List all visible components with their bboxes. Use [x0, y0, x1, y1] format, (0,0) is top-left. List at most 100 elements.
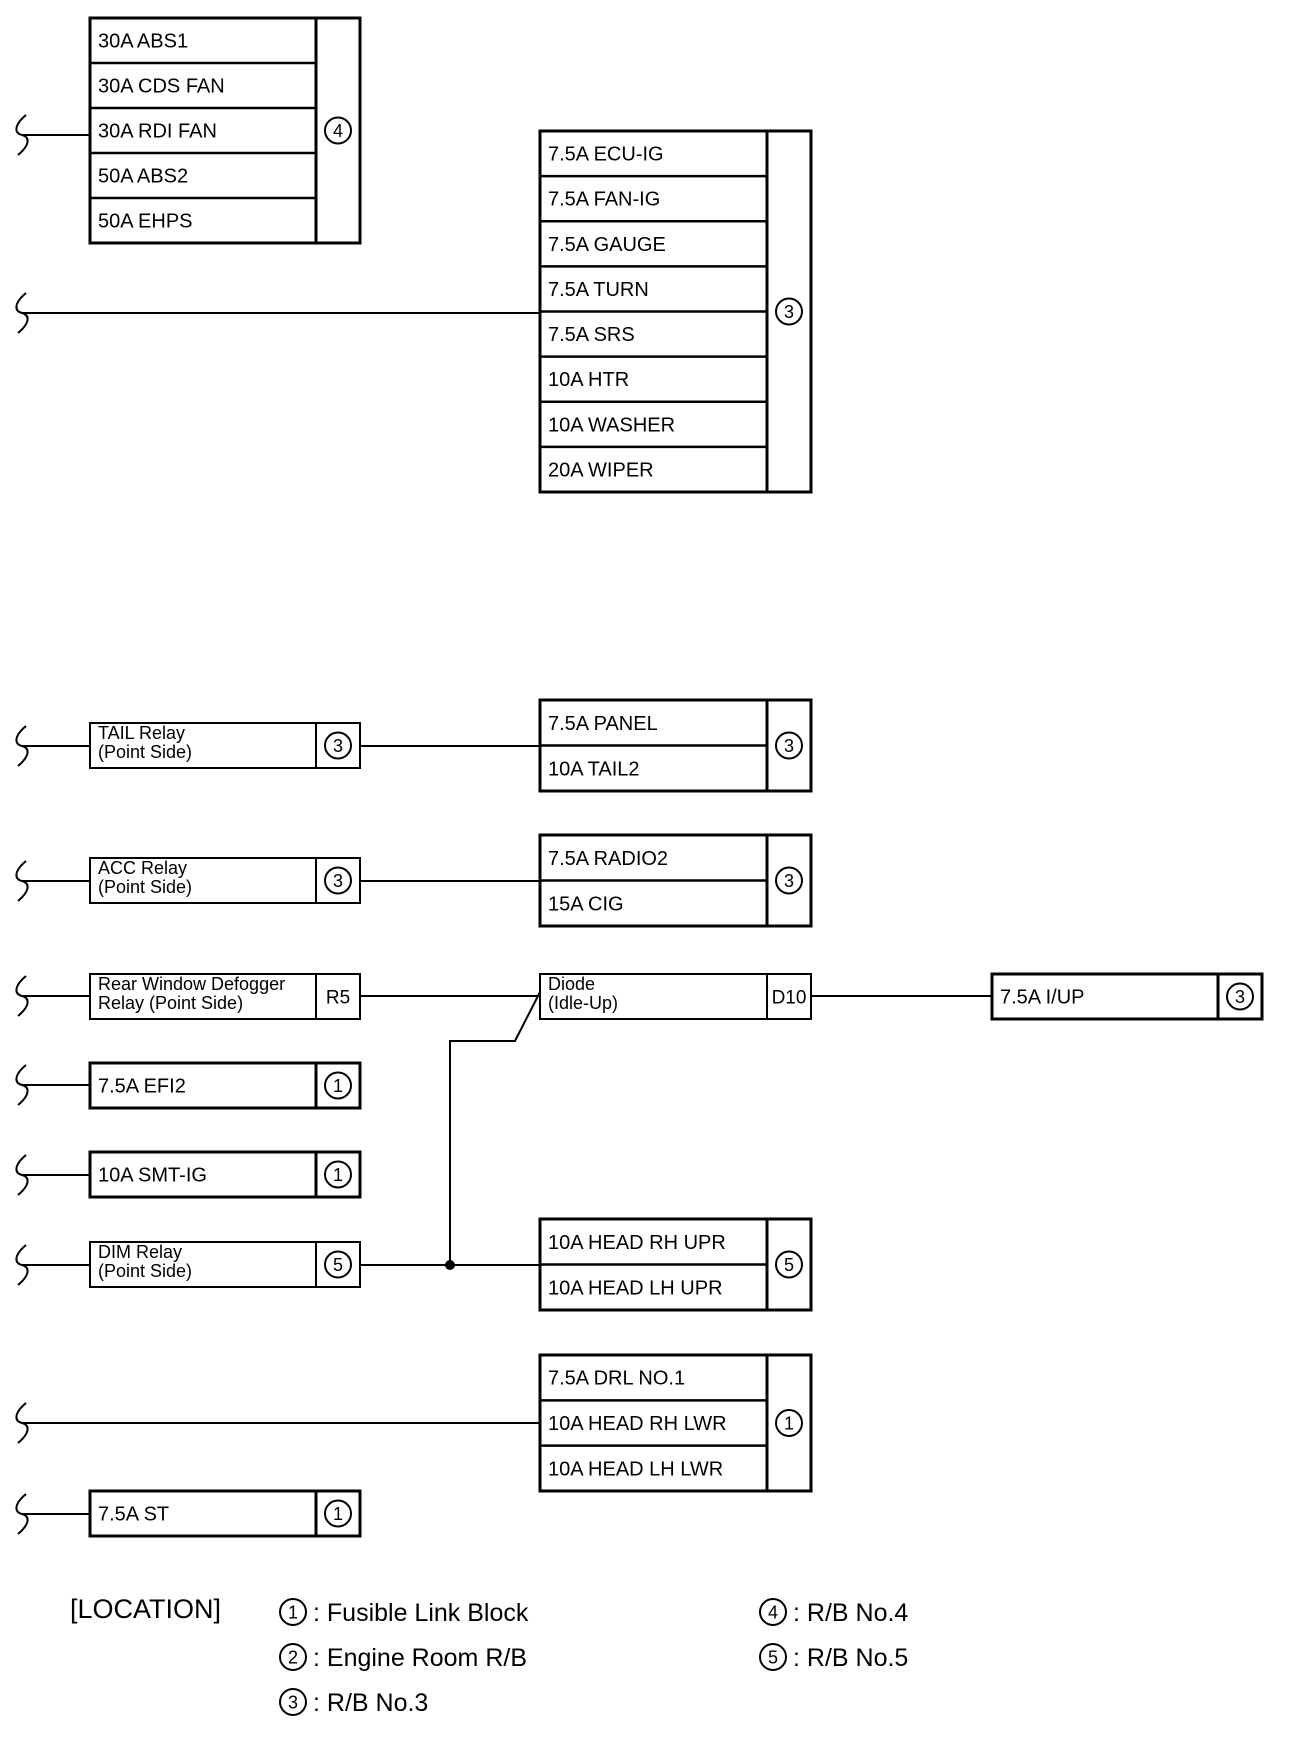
legend-number-marker: 2 [279, 1643, 307, 1671]
fuse-label: 10A HEAD RH UPR [548, 1232, 726, 1254]
location-number: 1 [333, 1504, 343, 1524]
relay-label-line: Relay (Point Side) [98, 993, 243, 1013]
location-marker: 3 [775, 731, 803, 760]
wire-break-mark [15, 1493, 29, 1535]
fuse-label: 10A TAIL2 [548, 758, 640, 780]
fuse-label: 10A HTR [548, 369, 629, 391]
fuse-label: 7.5A I/UP [1000, 987, 1085, 1009]
fuse-label: 7.5A TURN [548, 279, 649, 301]
legend-item-1: 1: Fusible Link Block [279, 1598, 529, 1627]
location-number: 3 [333, 736, 343, 756]
fuse-label: 7.5A SRS [548, 324, 635, 346]
fuse-label: 7.5A PANEL [548, 713, 658, 735]
location-number: 1 [288, 1602, 298, 1622]
fuse-label: 30A RDI FAN [98, 121, 217, 143]
location-number: 3 [784, 302, 794, 322]
block-smt: 10A SMT-IG 1 [88, 1150, 362, 1199]
location-marker: 3 [775, 297, 803, 326]
location-number: 1 [333, 1165, 343, 1185]
relay-label-line: TAIL Relay [98, 723, 185, 743]
legend-number-marker: 3 [279, 1688, 307, 1716]
legend-item-5: 5 : R/B No.5 [759, 1643, 908, 1672]
fuse-label: 30A CDS FAN [98, 76, 225, 98]
fuse-label: 10A HEAD LH LWR [548, 1458, 723, 1480]
fuse-label: 15A CIG [548, 893, 624, 915]
block-drl-block: 7.5A DRL NO.1 10A HEAD RH LWR 10A HEAD LH … [538, 1353, 813, 1493]
legend-item-3: 3 : R/B No.3 [279, 1688, 428, 1717]
block-tail-relay: TAIL Relay(Point Side) 3 [89, 722, 361, 769]
block-st: 7.5A ST 1 [88, 1489, 362, 1538]
legend-text: : Engine Room R/B [313, 1644, 527, 1672]
wire-break-marks [15, 114, 29, 1535]
relay-label-line: (Point Side) [98, 1261, 192, 1281]
legend-item-4: 4: R/B No.4 [759, 1598, 908, 1627]
wire-break-mark [15, 1154, 29, 1196]
location-marker: 1 [324, 1499, 352, 1528]
fuse-label: 30A ABS1 [98, 31, 188, 53]
location-marker: 3 [324, 866, 352, 895]
location-marker: 1 [324, 1160, 352, 1189]
relay-label-line: (Point Side) [98, 742, 192, 762]
block-diode: Diode(Idle-Up)D10 [539, 973, 812, 1020]
location-marker: 1 [324, 1071, 352, 1100]
location-number: 2 [288, 1647, 298, 1667]
fuse-label: 7.5A FAN-IG [548, 189, 660, 211]
wires [22, 134, 992, 1515]
location-number: 3 [288, 1692, 298, 1712]
wire-diode-branch [449, 991, 541, 1265]
location-number: 3 [1235, 987, 1245, 1007]
wire-break-mark [15, 1402, 29, 1444]
relay-label-line: DIM Relay [98, 1242, 182, 1262]
wire-break-mark [15, 292, 29, 334]
legend-item-2: 2 : Engine Room R/B [279, 1643, 527, 1672]
location-marker: 5 [775, 1250, 803, 1279]
location-marker: 5 [324, 1250, 352, 1279]
fuse-label: 10A HEAD LH UPR [548, 1277, 723, 1299]
location-number: 5 [768, 1647, 778, 1667]
wire-break-mark [15, 1244, 29, 1286]
location-number: 1 [333, 1076, 343, 1096]
fuse-label: 7.5A ECU-IG [548, 144, 664, 166]
location-marker: 3 [1226, 982, 1254, 1011]
legend-number-marker: 5 [759, 1643, 787, 1671]
relay-label-line: ACC Relay [98, 858, 187, 878]
fuse-label: 7.5A DRL NO.1 [548, 1368, 685, 1390]
location-marker: 3 [775, 866, 803, 895]
block-panel-block: 7.5A PANEL 10A TAIL2 3 [538, 698, 813, 793]
wire-break-mark [15, 114, 29, 156]
location-number: 5 [784, 1255, 794, 1275]
block-outline [539, 973, 812, 1020]
legend-text: : R/B No.5 [793, 1644, 908, 1672]
fuse-label: 7.5A ST [98, 1504, 169, 1526]
location-number: 1 [784, 1413, 794, 1433]
location-marker: 3 [324, 731, 352, 760]
wire-break-mark [15, 1064, 29, 1106]
location-number: 4 [768, 1602, 778, 1622]
fuse-label: 50A EHPS [98, 211, 193, 233]
block-head-upr: 10A HEAD RH UPR 10A HEAD LH UPR 5 [538, 1217, 813, 1312]
wire-break-mark [15, 725, 29, 767]
fuse-label: 10A WASHER [548, 414, 675, 436]
component-code: R5 [326, 988, 350, 1009]
location-number: 3 [784, 736, 794, 756]
location-marker: 1 [775, 1409, 803, 1437]
legend-number-marker: 4 [759, 1598, 787, 1626]
fuse-label: 10A HEAD RH LWR [548, 1413, 727, 1435]
location-marker: 4 [324, 116, 352, 145]
relay-label-line: (Idle-Up) [548, 993, 618, 1013]
relay-label-line: Diode [548, 974, 595, 994]
location-number: 4 [333, 121, 343, 141]
legend-text: : R/B No.3 [313, 1689, 428, 1717]
junction-dot [445, 1260, 455, 1270]
fuse-label: 10A SMT-IG [98, 1165, 207, 1187]
location-number: 5 [333, 1255, 343, 1275]
block-iup: 7.5A I/UP 3 [990, 972, 1264, 1021]
